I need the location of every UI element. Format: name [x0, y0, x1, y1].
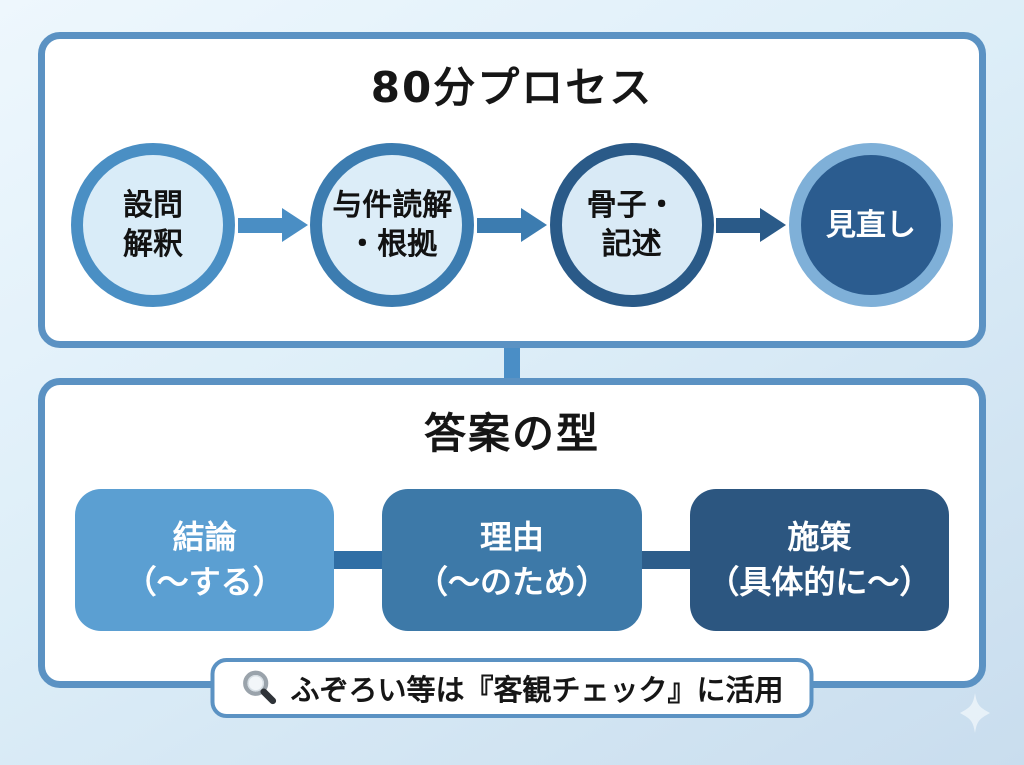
- box-label-line1: 施策: [787, 518, 852, 557]
- step-label-line1: 与件読解: [332, 188, 453, 224]
- process-steps-row: 設問 解釈 与件読解 ・根拠 骨子・ 記述 見直し: [45, 143, 979, 308]
- step-circle-question-interpretation: 設問 解釈: [71, 143, 235, 308]
- step-label-line2: ・根拠: [347, 227, 438, 263]
- arrow-shaft: [237, 217, 282, 233]
- step-label-line2: 解釈: [123, 227, 183, 263]
- step-label-line2: 記述: [601, 227, 662, 263]
- step-label-line1: 見直し: [825, 207, 916, 243]
- step-circle-review: 見直し: [788, 143, 953, 308]
- step-label-line1: 設問: [123, 188, 183, 224]
- answer-box-reason: 理由 （〜のため）: [382, 489, 642, 632]
- answer-box-measures: 施策 （具体的に〜）: [689, 489, 949, 632]
- box-label-line2: （具体的に〜）: [707, 563, 932, 602]
- answer-box-conclusion: 結論 （〜する）: [75, 489, 335, 632]
- box-connector: [641, 551, 690, 570]
- arrow-shaft: [716, 217, 761, 233]
- box-connector: [334, 551, 383, 570]
- process-panel: 80分プロセス 設問 解釈 与件読解 ・根拠 骨子・ 記述 見直し: [38, 32, 986, 348]
- sparkle-icon: [952, 690, 998, 740]
- answer-panel: 答案の型 結論 （〜する） 理由 （〜のため） 施策 （具体的に〜）: [38, 378, 986, 688]
- step-circle-outline-writing: 骨子・ 記述: [549, 143, 714, 308]
- step-label-line1: 骨子・: [586, 188, 677, 224]
- box-label-line1: 理由: [479, 518, 544, 557]
- panel-connector: [504, 344, 520, 384]
- box-label-line1: 結論: [172, 518, 237, 557]
- flow-arrow-icon: [716, 208, 787, 243]
- step-circle-case-reading: 与件読解 ・根拠: [310, 143, 475, 308]
- process-panel-title: 80分プロセス: [370, 63, 654, 112]
- box-label-line2: （〜する）: [124, 563, 285, 602]
- flow-arrow-icon: [237, 208, 308, 243]
- objective-check-note: ふぞろい等は『客観チェック』に活用: [210, 658, 814, 718]
- arrow-head: [281, 208, 308, 243]
- box-label-line2: （〜のため）: [415, 563, 608, 602]
- arrow-head: [520, 208, 547, 243]
- arrow-shaft: [476, 217, 521, 233]
- magnifier-icon: [240, 669, 278, 707]
- note-text: ふぞろい等は『客観チェック』に活用: [290, 673, 784, 707]
- answer-panel-title: 答案の型: [423, 409, 600, 458]
- flow-arrow-icon: [476, 208, 547, 243]
- answer-boxes-row: 結論 （〜する） 理由 （〜のため） 施策 （具体的に〜）: [45, 489, 979, 632]
- arrow-head: [760, 208, 787, 243]
